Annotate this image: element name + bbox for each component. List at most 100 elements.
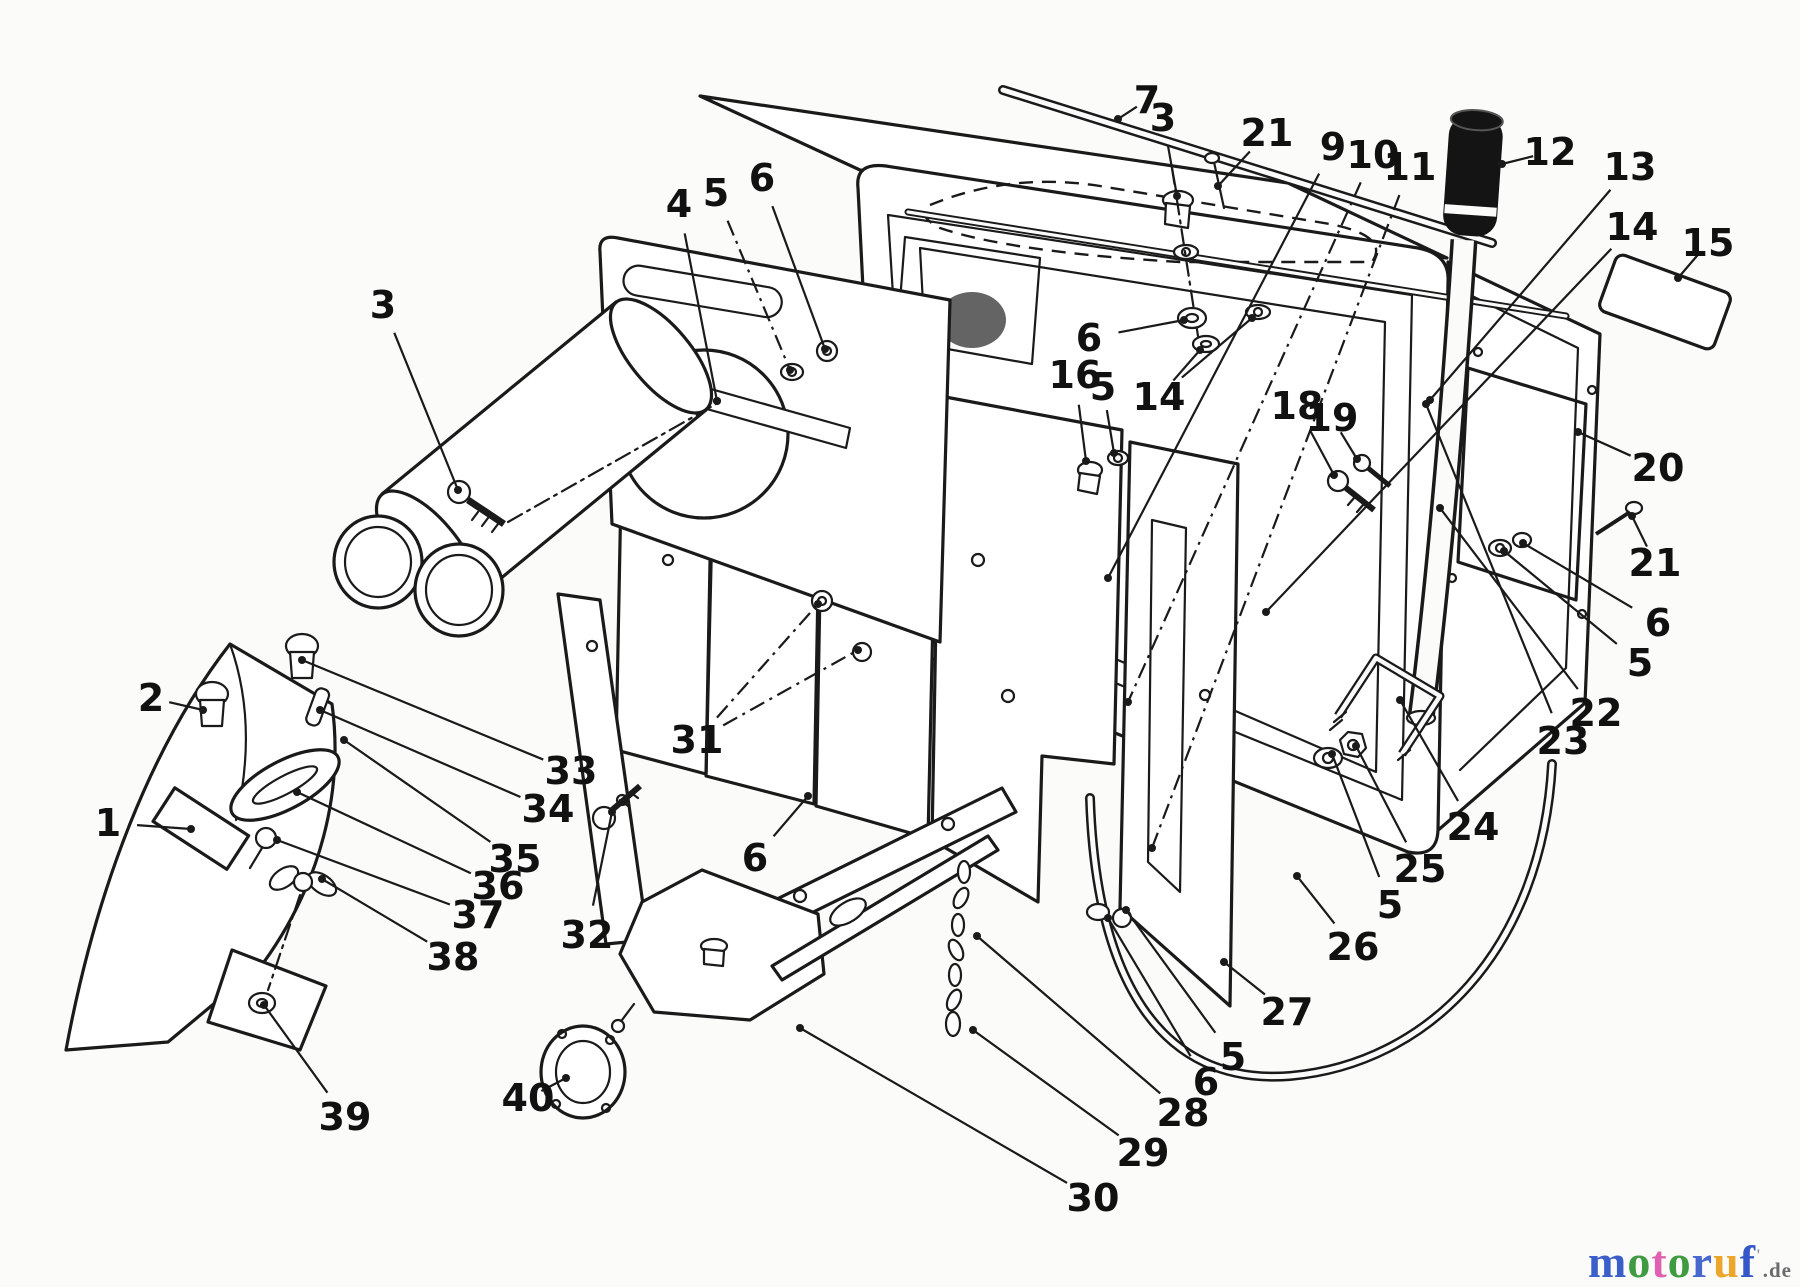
leader-dot <box>1082 457 1090 465</box>
part-number: 6 <box>1645 601 1671 645</box>
leader-line <box>321 878 428 943</box>
part-number: 13 <box>1604 145 1657 189</box>
callout-32: 32 <box>561 808 616 957</box>
leader-line <box>683 233 719 402</box>
leader-dot <box>814 600 822 608</box>
leader-line <box>301 658 544 761</box>
leader-line <box>1105 409 1116 454</box>
discharge-chute <box>332 297 714 638</box>
part-number: 30 <box>1067 1176 1120 1220</box>
part-number: 38 <box>427 935 480 979</box>
leader-dot <box>1352 742 1360 750</box>
part-number: 28 <box>1157 1091 1210 1135</box>
leader-line <box>393 332 460 491</box>
leader-line <box>1501 155 1534 166</box>
leader-dot <box>1293 872 1301 880</box>
latch-screw <box>254 826 278 850</box>
leader-dot <box>1180 316 1188 324</box>
leader-line <box>1150 194 1401 849</box>
watermark-word: motoruf <box>1588 1236 1756 1287</box>
part-number: 5 <box>1220 1035 1246 1079</box>
leader-dot <box>1628 512 1636 520</box>
latch-rod <box>770 834 1000 982</box>
leader-dot <box>786 366 794 374</box>
deflector <box>64 632 341 1052</box>
leader-line <box>1125 909 1217 1034</box>
leader-line <box>976 935 1161 1095</box>
part-number: 20 <box>1632 446 1685 490</box>
leader-dot <box>1436 504 1444 512</box>
leader-line <box>136 824 192 831</box>
part-number: 22 <box>1570 691 1623 735</box>
callout-39: 39 <box>260 1001 371 1139</box>
callout-6: 6 <box>1076 316 1188 360</box>
callout-10: 10 <box>1124 133 1399 706</box>
leader-dot <box>1122 906 1130 914</box>
watermark-letter: m <box>1588 1236 1628 1287</box>
leader-line <box>1126 181 1362 703</box>
watermark-letter: f <box>1739 1236 1757 1287</box>
leader-dot <box>821 345 829 353</box>
leader-line <box>1429 189 1612 401</box>
leader-line <box>591 811 614 906</box>
part-number: 1 <box>95 801 121 845</box>
part-number: 5 <box>1090 365 1116 409</box>
leader-line <box>722 649 859 727</box>
leader-dot <box>260 1001 268 1009</box>
part-number: 39 <box>319 1095 372 1139</box>
callout-25: 25 <box>1352 742 1446 891</box>
part-number: 14 <box>1606 205 1659 249</box>
leader-dot <box>1220 958 1228 966</box>
leader-dot <box>562 1074 570 1082</box>
leader-dot <box>1328 750 1336 758</box>
leader-line <box>263 1004 329 1094</box>
callout-7: 7 <box>1114 78 1160 123</box>
part-number: 6 <box>1076 316 1102 360</box>
callout-30: 30 <box>796 1024 1119 1220</box>
leader-dot <box>608 808 616 816</box>
leader-line <box>1424 403 1553 714</box>
part-number: 5 <box>1627 641 1653 685</box>
leader-line <box>726 220 792 371</box>
callout-23: 23 <box>1422 400 1589 763</box>
callout-5: 5 <box>703 171 794 374</box>
leader-dot <box>1114 115 1122 123</box>
callout-14: 14 <box>1133 314 1256 419</box>
leader-dot <box>1519 539 1527 547</box>
callout-20: 20 <box>1574 428 1684 490</box>
part-number: 26 <box>1327 925 1380 969</box>
leader-line <box>799 1027 1068 1184</box>
leader-line <box>1296 875 1336 925</box>
leader-dot <box>969 1026 977 1034</box>
part-number: 15 <box>1682 221 1735 265</box>
part-number: 25 <box>1394 847 1447 891</box>
leader-line <box>168 701 204 712</box>
leader-line <box>1577 430 1632 457</box>
callout-4: 4 <box>666 182 721 405</box>
callout-6: 6 <box>1519 539 1671 645</box>
support-stand <box>556 592 1018 1038</box>
side-grille <box>1456 366 1588 602</box>
bag-dashed-outline <box>923 180 1378 264</box>
callout-19: 19 <box>1306 396 1361 463</box>
leader-line <box>1077 404 1088 462</box>
leader-dot <box>1110 449 1118 457</box>
leader-dot <box>1124 698 1132 706</box>
leader-dot <box>1422 400 1430 408</box>
leader-dot <box>199 706 207 714</box>
part-number: 5 <box>1377 883 1403 927</box>
chute-ring <box>413 542 505 638</box>
leader-line <box>1677 254 1699 279</box>
grip <box>1443 115 1503 237</box>
callout-11: 11 <box>1148 145 1436 852</box>
leader-line <box>1399 699 1460 802</box>
leader-line <box>276 838 451 906</box>
callout-3: 3 <box>370 283 462 494</box>
leader-line <box>1339 431 1358 460</box>
handle-grip <box>1405 109 1504 727</box>
leader-line <box>772 795 809 838</box>
part-number: 24 <box>1447 805 1500 849</box>
callout-33: 33 <box>298 656 597 793</box>
